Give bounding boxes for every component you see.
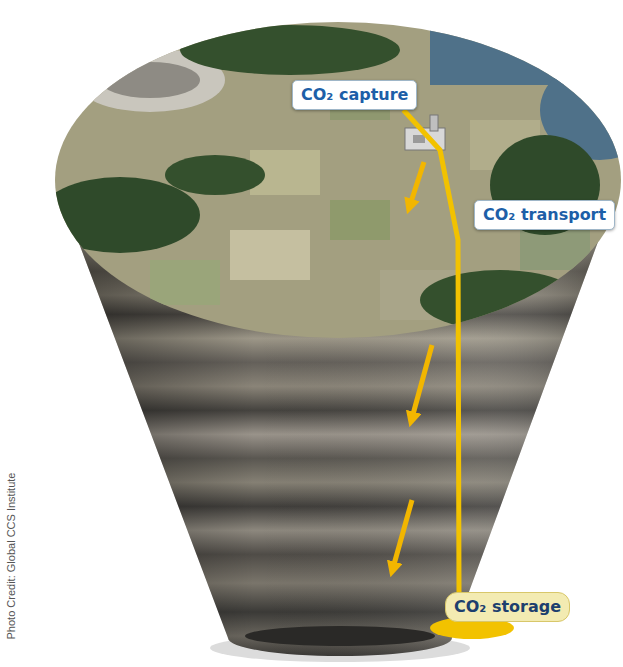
forest xyxy=(40,177,200,253)
field xyxy=(330,200,390,240)
flow-arrow xyxy=(412,345,432,418)
photo-credit: Photo Credit: Global CCS Institute xyxy=(4,441,18,667)
forest xyxy=(180,25,400,75)
field xyxy=(230,230,310,280)
field xyxy=(520,230,590,270)
field xyxy=(150,260,220,305)
plant-window xyxy=(413,135,425,143)
flow-arrow xyxy=(393,500,412,568)
co2-pipeline xyxy=(403,110,459,592)
forest xyxy=(420,270,580,330)
storage-label: CO₂ storage xyxy=(445,592,570,622)
label-text: CO₂ transport xyxy=(483,205,606,225)
forest xyxy=(165,155,265,195)
label-text: CO₂ storage xyxy=(454,597,561,617)
plant-stack xyxy=(430,115,438,131)
water xyxy=(430,0,623,85)
quarry xyxy=(100,62,200,98)
callout-box: CO₂ capture xyxy=(292,80,417,110)
callout-box: CO₂ transport xyxy=(474,200,615,230)
flow-arrow xyxy=(410,162,424,205)
landscape xyxy=(40,0,623,345)
cone-bottom xyxy=(245,626,435,646)
label-text: CO₂ capture xyxy=(301,85,408,105)
